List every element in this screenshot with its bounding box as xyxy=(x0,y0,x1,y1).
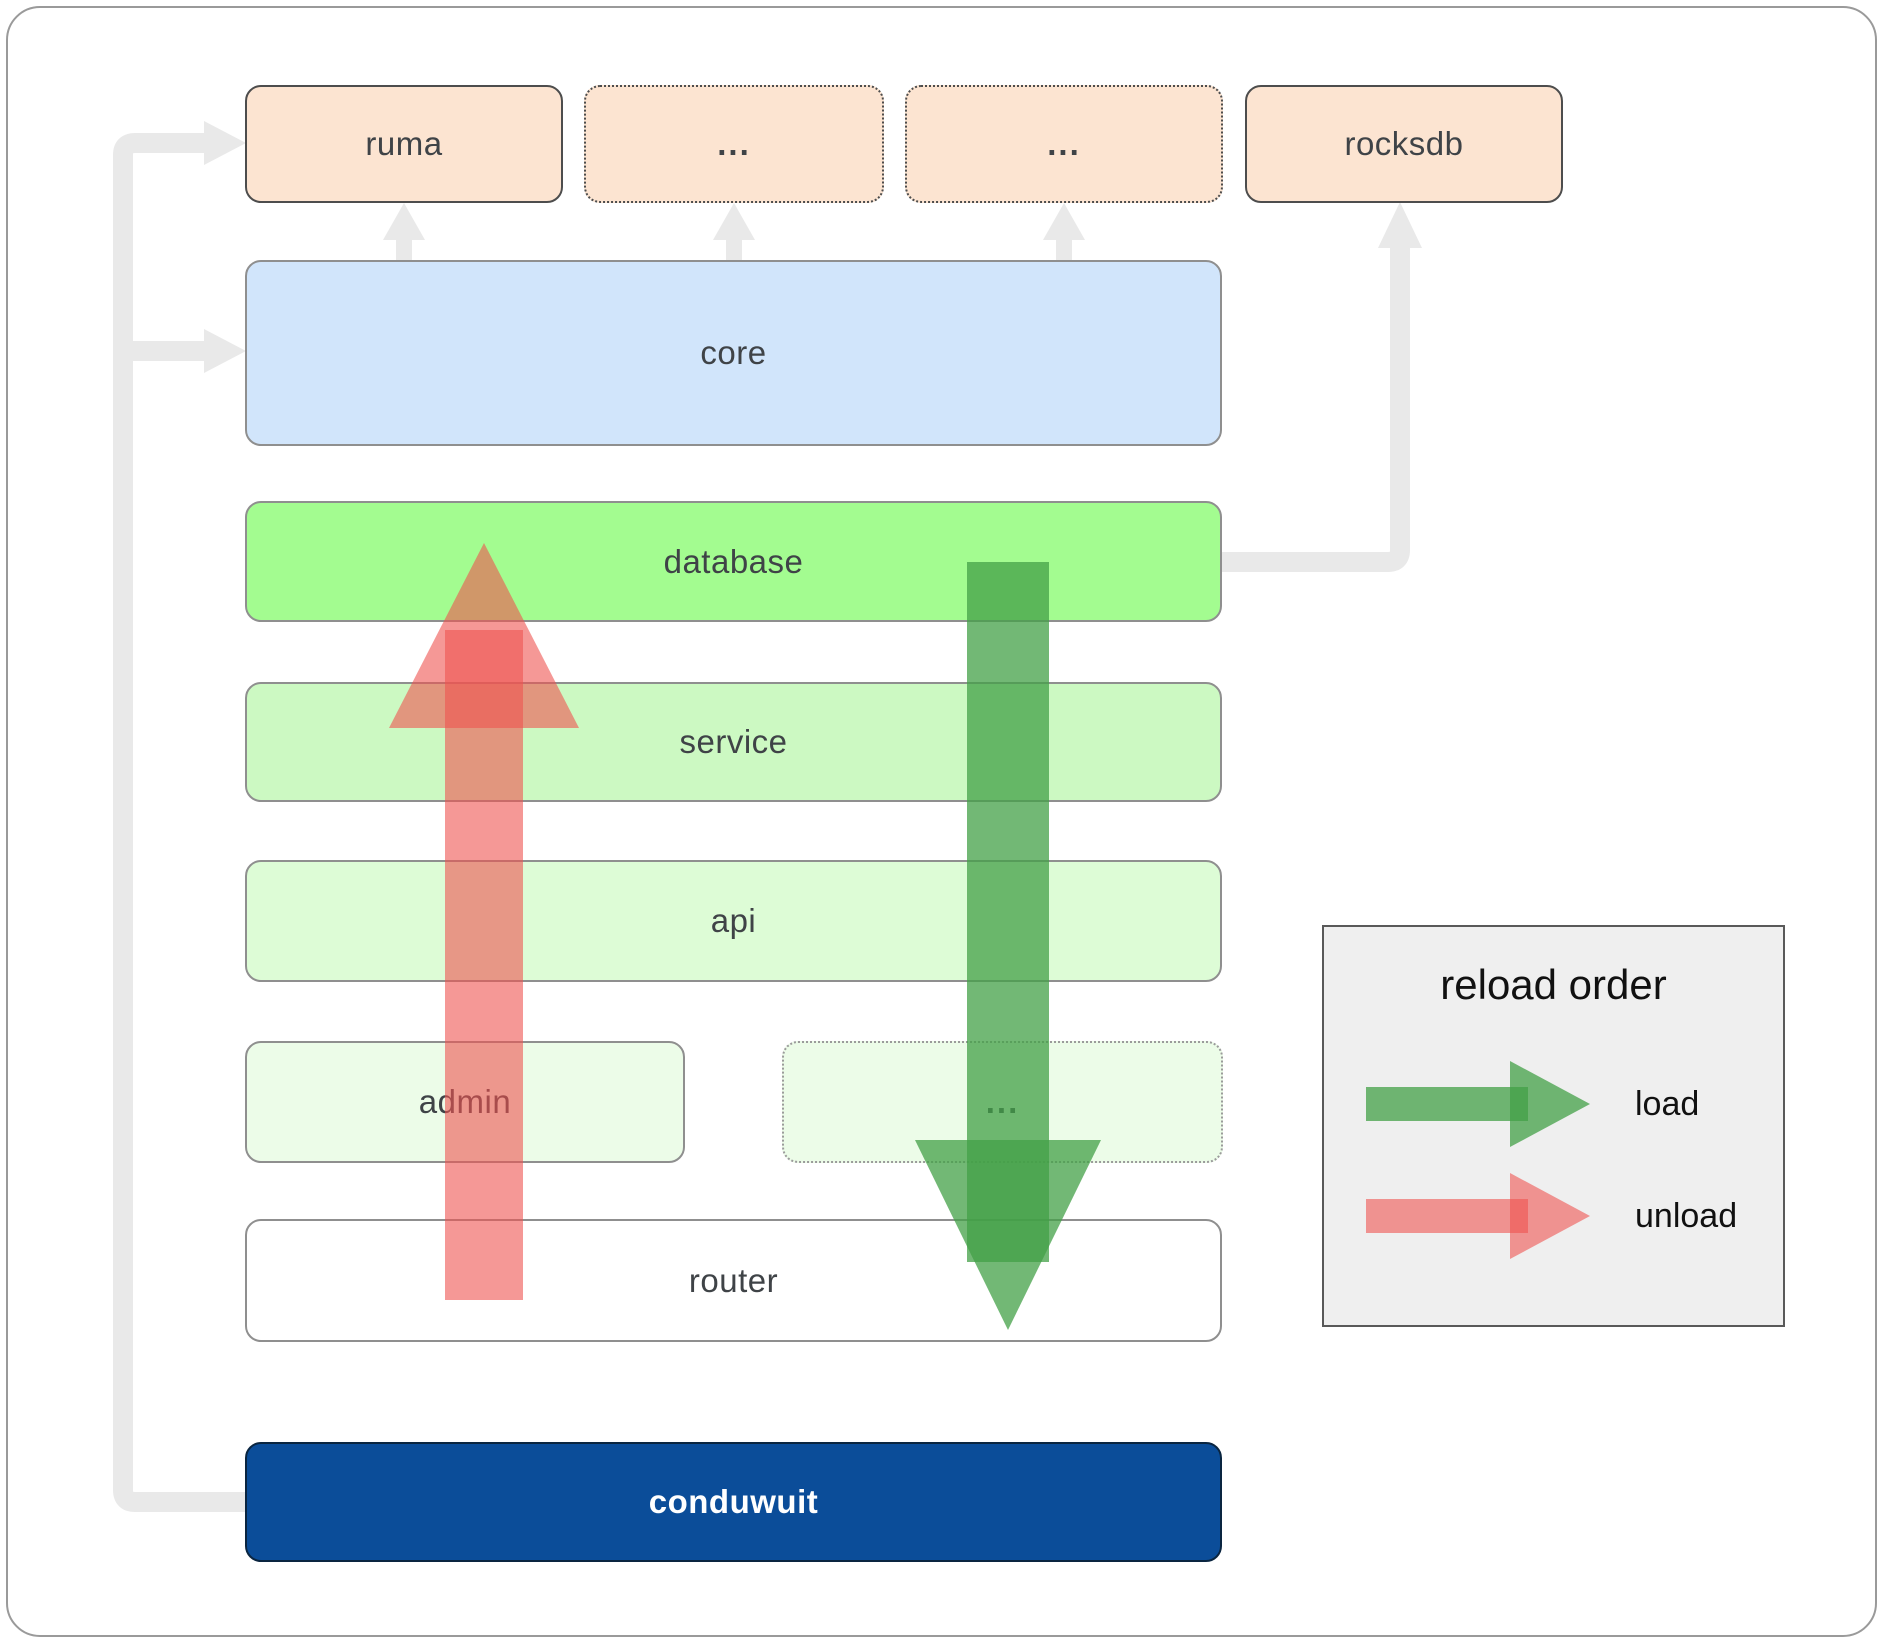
legend-load-label: load xyxy=(1635,1084,1700,1123)
node-ruma: ruma xyxy=(245,85,563,203)
node-service: service xyxy=(245,682,1222,802)
node-core: core xyxy=(245,260,1222,446)
node-database-label: database xyxy=(663,542,804,580)
legend-title: reload order xyxy=(1440,961,1667,1008)
node-ext-2-label: ... xyxy=(1047,125,1081,162)
node-admin-ext: ... xyxy=(782,1041,1223,1163)
node-admin-label: admin xyxy=(418,1083,512,1120)
node-conduwuit-label: conduwuit xyxy=(648,1483,819,1520)
legend: reload order load unload xyxy=(1322,925,1785,1327)
outer-frame xyxy=(6,6,1877,1637)
legend-unload-arrow-icon xyxy=(1366,1173,1590,1259)
node-service-label: service xyxy=(679,723,788,760)
node-api: api xyxy=(245,860,1222,982)
node-admin-ext-label: ... xyxy=(985,1083,1020,1120)
node-database: database xyxy=(245,501,1222,622)
node-ruma-label: ruma xyxy=(365,125,443,162)
node-ext-2: ... xyxy=(905,85,1223,203)
legend-unload-row: unload xyxy=(1366,1168,1783,1264)
node-rocksdb: rocksdb xyxy=(1245,85,1563,203)
legend-load-arrow-icon xyxy=(1366,1061,1590,1147)
node-ext-1-label: ... xyxy=(717,125,751,162)
node-router: router xyxy=(245,1219,1222,1342)
node-router-label: router xyxy=(688,1261,779,1299)
node-api-label: api xyxy=(710,902,757,939)
node-conduwuit: conduwuit xyxy=(245,1442,1222,1562)
node-core-label: core xyxy=(700,334,767,371)
node-admin: admin xyxy=(245,1041,685,1163)
legend-load-row: load xyxy=(1366,1056,1783,1152)
node-ext-1: ... xyxy=(584,85,884,203)
node-rocksdb-label: rocksdb xyxy=(1344,125,1464,162)
legend-unload-label: unload xyxy=(1635,1196,1738,1235)
